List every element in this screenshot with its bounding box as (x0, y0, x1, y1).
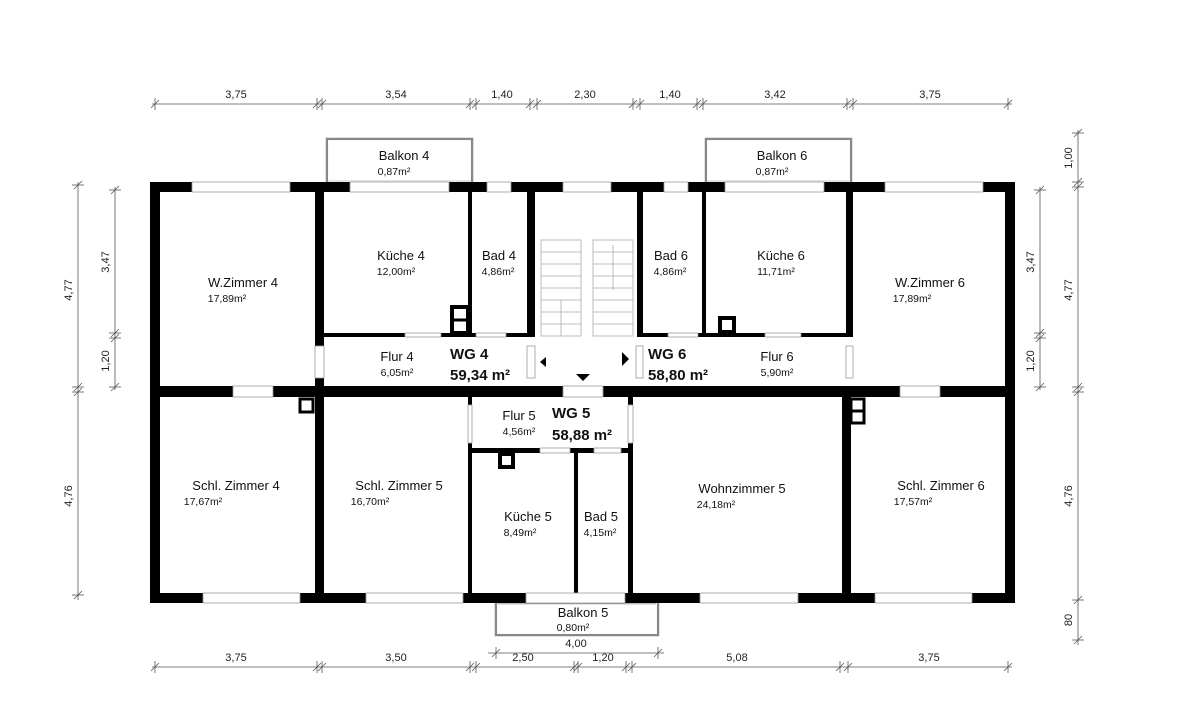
room-area: 5,90m² (761, 367, 794, 379)
dim-right: 1,20 (1025, 350, 1037, 371)
room-flur-5: Flur 5 4,56m² (502, 408, 535, 438)
room-area: 0,80m² (557, 622, 590, 634)
dim-right: 1,00 (1063, 147, 1075, 168)
room-name: Bad 4 (482, 248, 516, 263)
room-name: W.Zimmer 6 (895, 275, 965, 290)
room-name: Wohnzimmer 5 (698, 481, 785, 496)
unit-name: WG 6 (648, 346, 686, 363)
dim-left: 4,77 (63, 279, 75, 300)
room-name: W.Zimmer 4 (208, 275, 278, 290)
dim-top: 3,54 (385, 89, 406, 101)
dim-right: 4,76 (1063, 485, 1075, 506)
room-flur-6: Flur 6 5,90m² (760, 349, 793, 379)
room-area: 17,89m² (208, 293, 247, 305)
room-bad-5: Bad 5 4,15m² (584, 509, 618, 539)
room-bad-6: Bad 6 4,86m² (654, 248, 688, 278)
room-kueche-6: Küche 6 11,71m² (757, 248, 805, 278)
room-area: 17,67m² (184, 496, 223, 508)
room-flur-4: Flur 4 6,05m² (380, 349, 413, 379)
room-name: Bad 6 (654, 248, 688, 263)
room-area: 0,87m² (756, 166, 789, 178)
unit-area: 58,80 m² (648, 367, 708, 384)
room-name: Küche 5 (504, 509, 552, 524)
room-schlzimmer-5: Schl. Zimmer 5 16,70m² (351, 478, 443, 508)
room-area: 0,87m² (378, 166, 411, 178)
dim-right: 4,77 (1063, 279, 1075, 300)
dim-bottom: 3,75 (918, 652, 939, 664)
room-name: Flur 6 (760, 349, 793, 364)
dim-right: 3,47 (1025, 251, 1037, 272)
arrow-right-icon (622, 352, 629, 366)
dimension-labels: 3,75 3,54 1,40 2,30 1,40 3,42 3,75 3,75 … (63, 89, 1075, 664)
room-area: 16,70m² (351, 496, 390, 508)
dim-top: 1,40 (491, 89, 512, 101)
room-name: Schl. Zimmer 6 (897, 478, 984, 493)
room-area: 6,05m² (381, 367, 414, 379)
unit-wg-4: WG 4 59,34 m² (450, 346, 510, 384)
room-name: Bad 5 (584, 509, 618, 524)
room-name: Flur 4 (380, 349, 413, 364)
arrow-left-icon (540, 357, 546, 367)
unit-wg-5: WG 5 58,88 m² (552, 405, 612, 444)
room-labels: Balkon 4 0,87m² Balkon 6 0,87m² W.Zimmer 4… (184, 148, 985, 634)
dim-balcony: 4,00 (565, 638, 586, 650)
room-name: Balkon 5 (558, 605, 609, 620)
room-bad-4: Bad 4 4,86m² (482, 248, 516, 278)
room-area: 11,71m² (757, 266, 795, 278)
room-balkon-4: Balkon 4 0,87m² (378, 148, 430, 178)
room-balkon-5: Balkon 5 0,80m² (557, 605, 609, 634)
dim-top: 2,30 (574, 89, 595, 101)
room-area: 12,00m² (377, 266, 416, 278)
room-name: Küche 4 (377, 248, 425, 263)
room-area: 24,18m² (697, 499, 736, 511)
room-area: 4,56m² (503, 426, 536, 438)
dim-left: 1,20 (100, 350, 112, 371)
unit-wg-6: WG 6 58,80 m² (648, 346, 708, 384)
room-wzimmer-6: W.Zimmer 6 17,89m² (893, 275, 965, 305)
room-area: 4,86m² (654, 266, 687, 278)
windows (191, 181, 984, 604)
dim-top: 3,75 (225, 89, 246, 101)
dim-top: 1,40 (659, 89, 680, 101)
room-area: 8,49m² (504, 527, 537, 539)
unit-name: WG 5 (552, 405, 590, 422)
dim-bottom: 5,08 (726, 652, 747, 664)
dim-bottom: 2,50 (512, 652, 533, 664)
unit-name: WG 4 (450, 346, 489, 363)
dim-top: 3,42 (764, 89, 785, 101)
unit-area: 59,34 m² (450, 367, 510, 384)
room-name: Balkon 4 (379, 148, 430, 163)
room-area: 17,57m² (894, 496, 933, 508)
room-schlzimmer-4: Schl. Zimmer 4 17,67m² (184, 478, 280, 508)
dim-left: 3,47 (100, 251, 112, 272)
room-kueche-5: Küche 5 8,49m² (504, 509, 552, 539)
dim-bottom: 3,75 (225, 652, 246, 664)
dim-bottom: 1,20 (592, 652, 613, 664)
room-name: Flur 5 (502, 408, 535, 423)
room-area: 4,86m² (482, 266, 515, 278)
room-wzimmer-4: W.Zimmer 4 17,89m² (208, 275, 278, 305)
dim-right: 80 (1063, 614, 1075, 626)
dim-top: 3,75 (919, 89, 940, 101)
room-kueche-4: Küche 4 12,00m² (377, 248, 425, 278)
room-name: Schl. Zimmer 5 (355, 478, 442, 493)
room-name: Küche 6 (757, 248, 805, 263)
room-area: 17,89m² (893, 293, 932, 305)
room-name: Balkon 6 (757, 148, 808, 163)
arrow-down-icon (576, 374, 590, 381)
dim-bottom: 3,50 (385, 652, 406, 664)
dim-left: 4,76 (63, 485, 75, 506)
unit-area: 58,88 m² (552, 427, 612, 444)
room-area: 4,15m² (584, 527, 617, 539)
room-balkon-6: Balkon 6 0,87m² (756, 148, 808, 178)
room-name: Schl. Zimmer 4 (192, 478, 279, 493)
staircase (540, 239, 634, 381)
dimension-lines (72, 98, 1084, 673)
room-wohnzimmer-5: Wohnzimmer 5 24,18m² (697, 481, 786, 511)
room-schlzimmer-6: Schl. Zimmer 6 17,57m² (894, 478, 985, 508)
